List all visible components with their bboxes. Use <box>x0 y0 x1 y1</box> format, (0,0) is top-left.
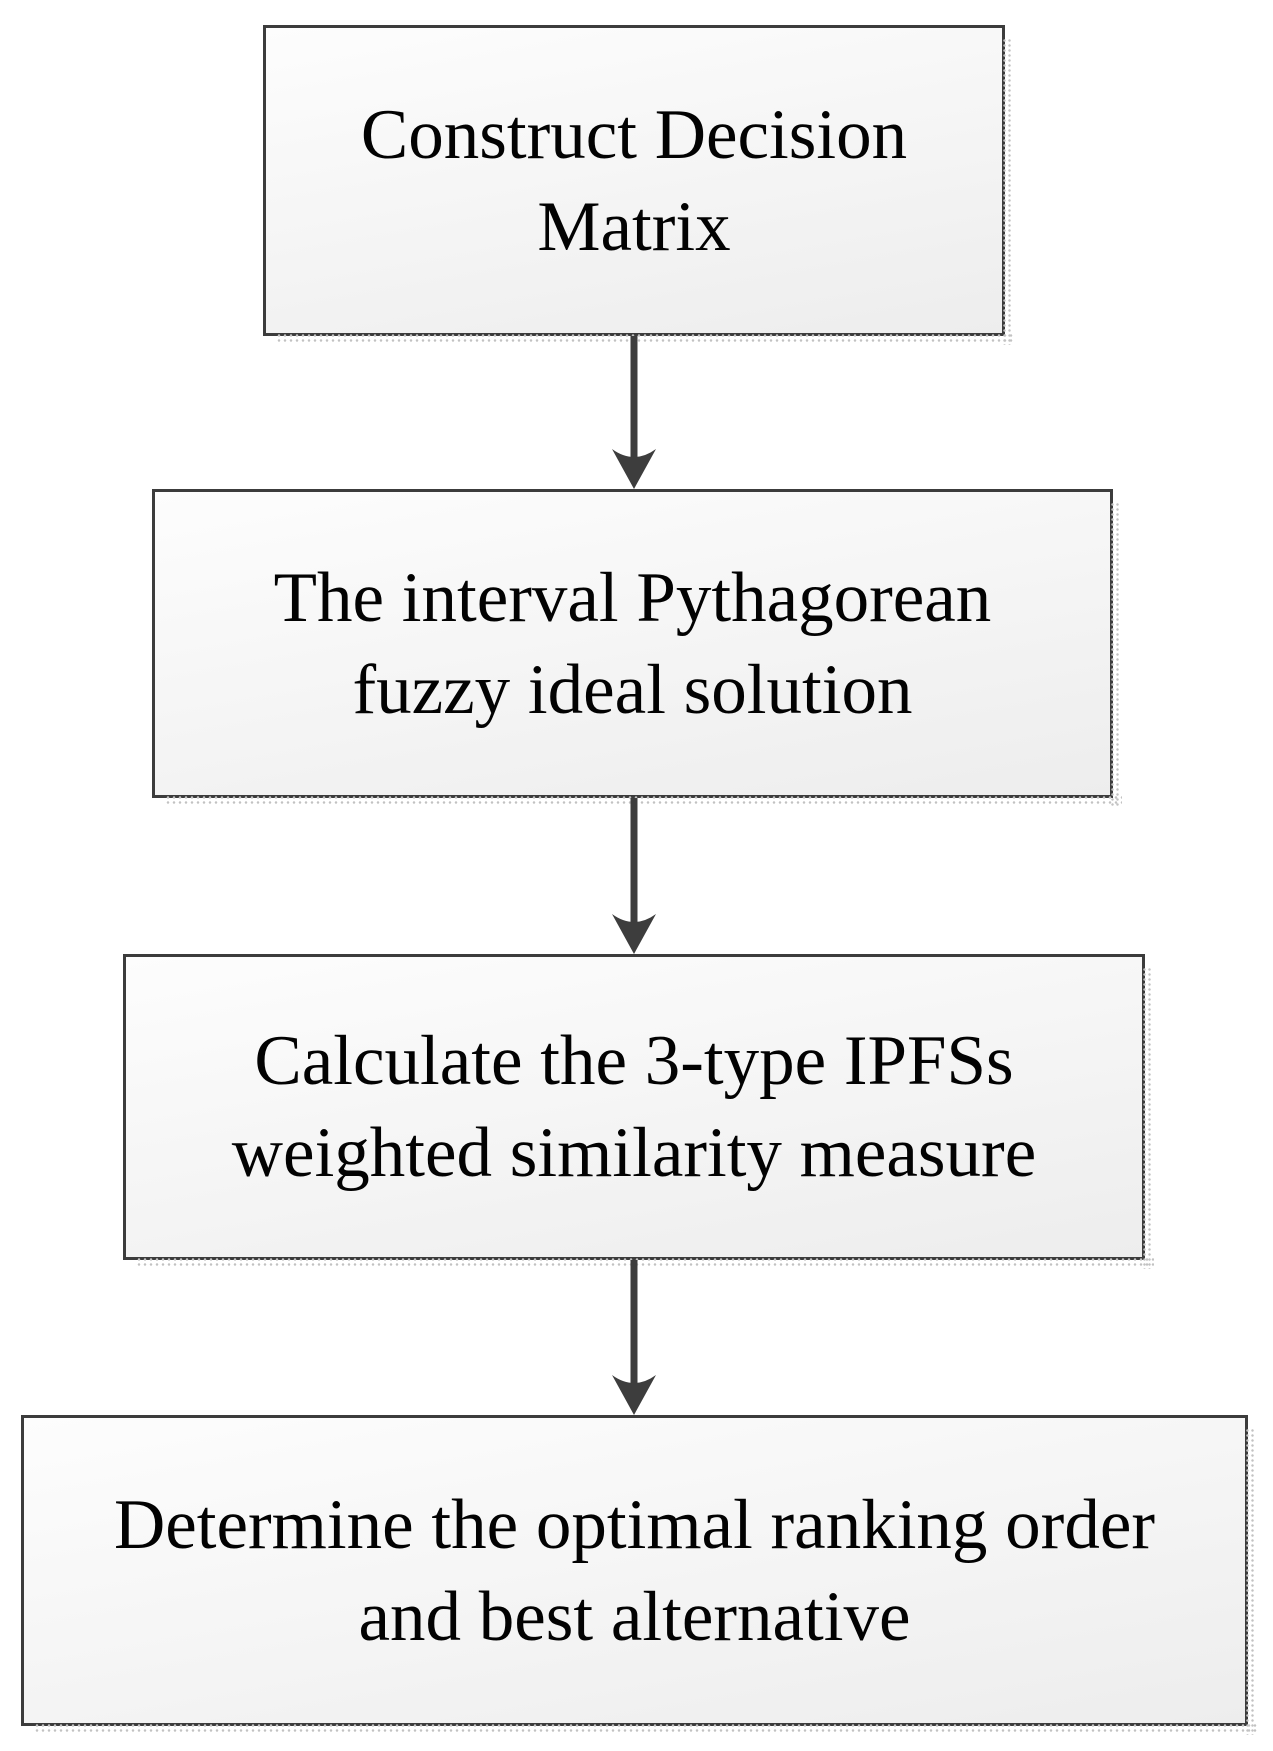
arrow-down-icon <box>612 798 656 954</box>
flow-step-interval-pythagorean-fuzzy-ideal-solution: The interval Pythagorean fuzzy ideal sol… <box>152 489 1122 807</box>
flow-step-text: The interval Pythagorean <box>273 558 992 637</box>
flow-step-text: Calculate the 3-type IPFSs <box>254 1022 1014 1100</box>
flow-step-text: weighted similarity measure <box>231 1114 1037 1192</box>
flow-step-text: Determine the optimal ranking order <box>114 1485 1155 1564</box>
flow-step-calculate-weighted-similarity-measure: Calculate the 3-type IPFSs weighted simi… <box>123 954 1154 1269</box>
flow-step-text: and best alternative <box>358 1577 911 1656</box>
flow-step-determine-ranking-order-best-alternative: Determine the optimal ranking order and … <box>21 1415 1257 1735</box>
arrow-down-icon <box>612 1260 656 1415</box>
arrow-down-icon <box>612 336 656 489</box>
flow-step-text: Matrix <box>537 187 731 266</box>
flow-step-construct-decision-matrix: Construct Decision Matrix <box>263 25 1014 345</box>
flow-step-text: fuzzy ideal solution <box>352 650 913 729</box>
flow-step-text: Construct Decision <box>360 95 908 174</box>
